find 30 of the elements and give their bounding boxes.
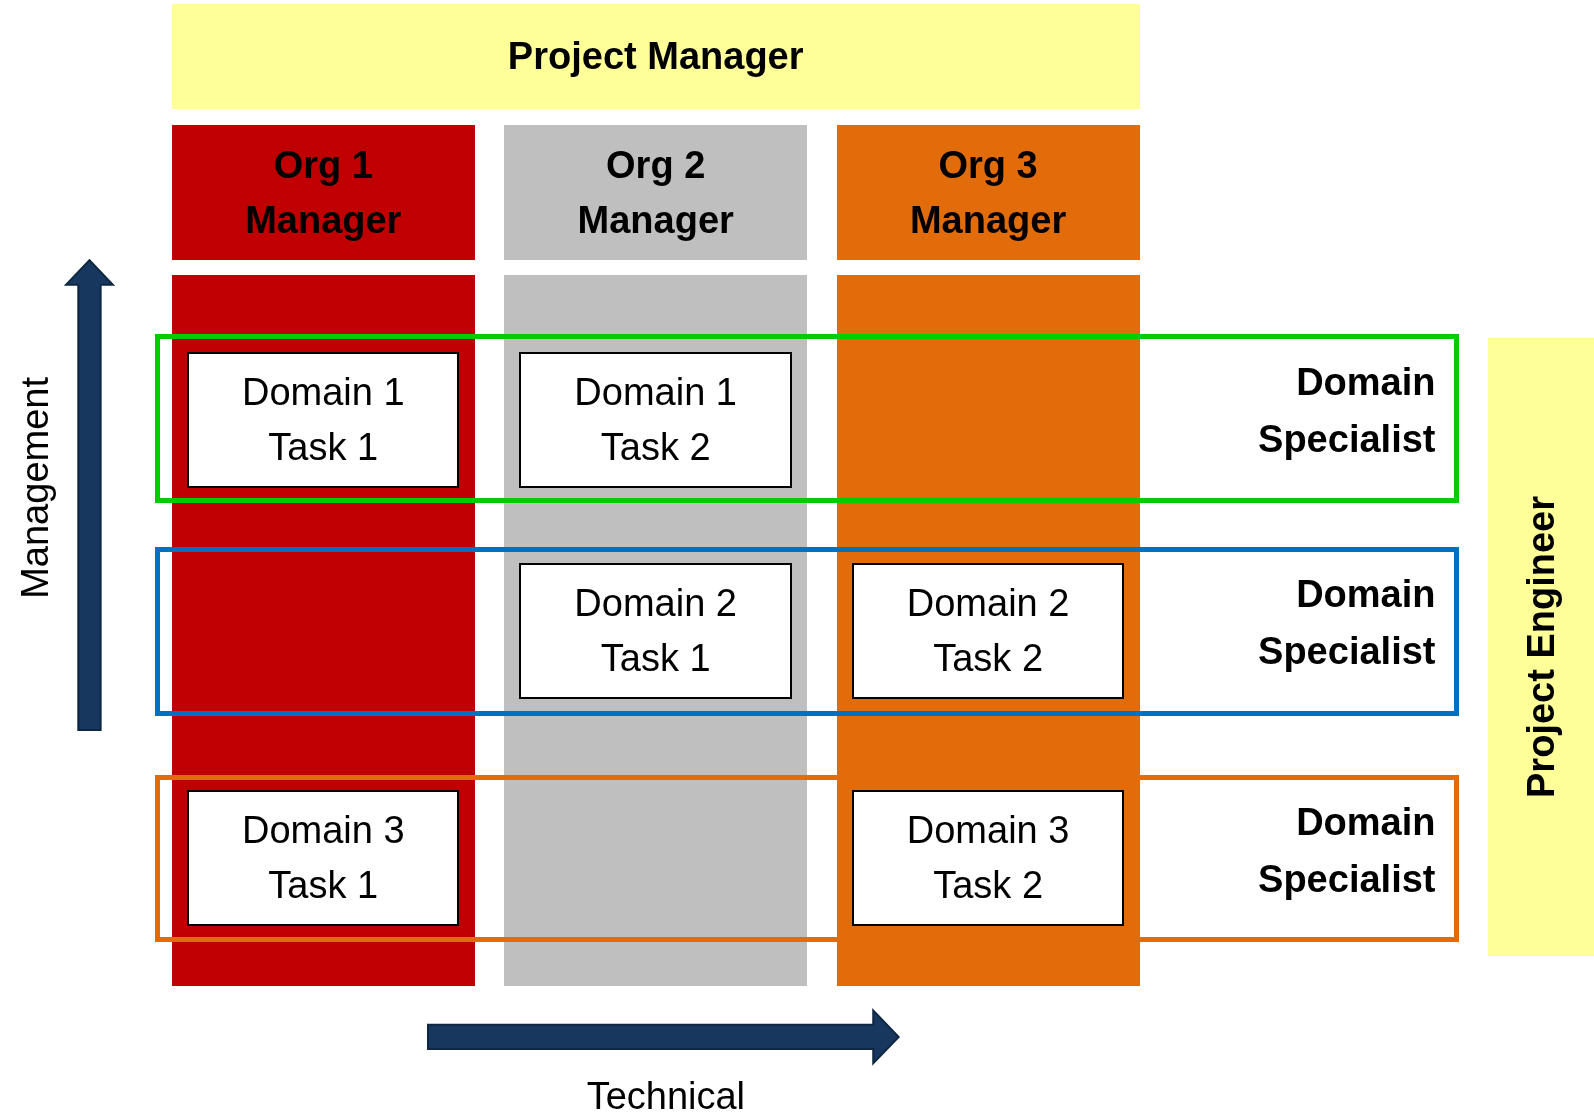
row-frame [154,546,1459,716]
task-box [851,789,1125,927]
task-label: Domain 3 Task 1 [240,807,406,908]
task-label: Domain 2 Task 2 [905,581,1071,682]
role-label: Domain Specialist [1257,799,1436,902]
axis-label: Technical [586,1073,746,1115]
axis-label: Management [13,377,58,599]
header-box [171,125,475,261]
task-box [187,789,460,927]
header-label: Org 2 Manager [576,142,735,243]
header-box [836,125,1140,261]
header-label: Org 1 Manager [244,142,403,243]
row-frame [154,334,1459,504]
task-label: Domain 2 Task 1 [573,581,738,682]
task-label: Domain 1 Task 2 [573,369,738,470]
role-label: Project Engineer [1518,495,1563,798]
header-box [504,125,808,261]
task-box [187,351,460,488]
row-frame [154,774,1459,943]
role-label: Domain Specialist [1257,572,1436,675]
task-label: Domain 3 Task 2 [905,807,1071,908]
manager-band [171,4,1140,109]
role-label: Project Manager [507,33,804,79]
task-label: Domain 1 Task 1 [240,369,406,470]
engineer-band [1488,337,1594,956]
task-box [519,563,792,700]
header-label: Org 3 Manager [908,142,1068,243]
task-box [851,563,1125,700]
role-label: Domain Specialist [1257,359,1436,462]
task-box [519,351,792,488]
